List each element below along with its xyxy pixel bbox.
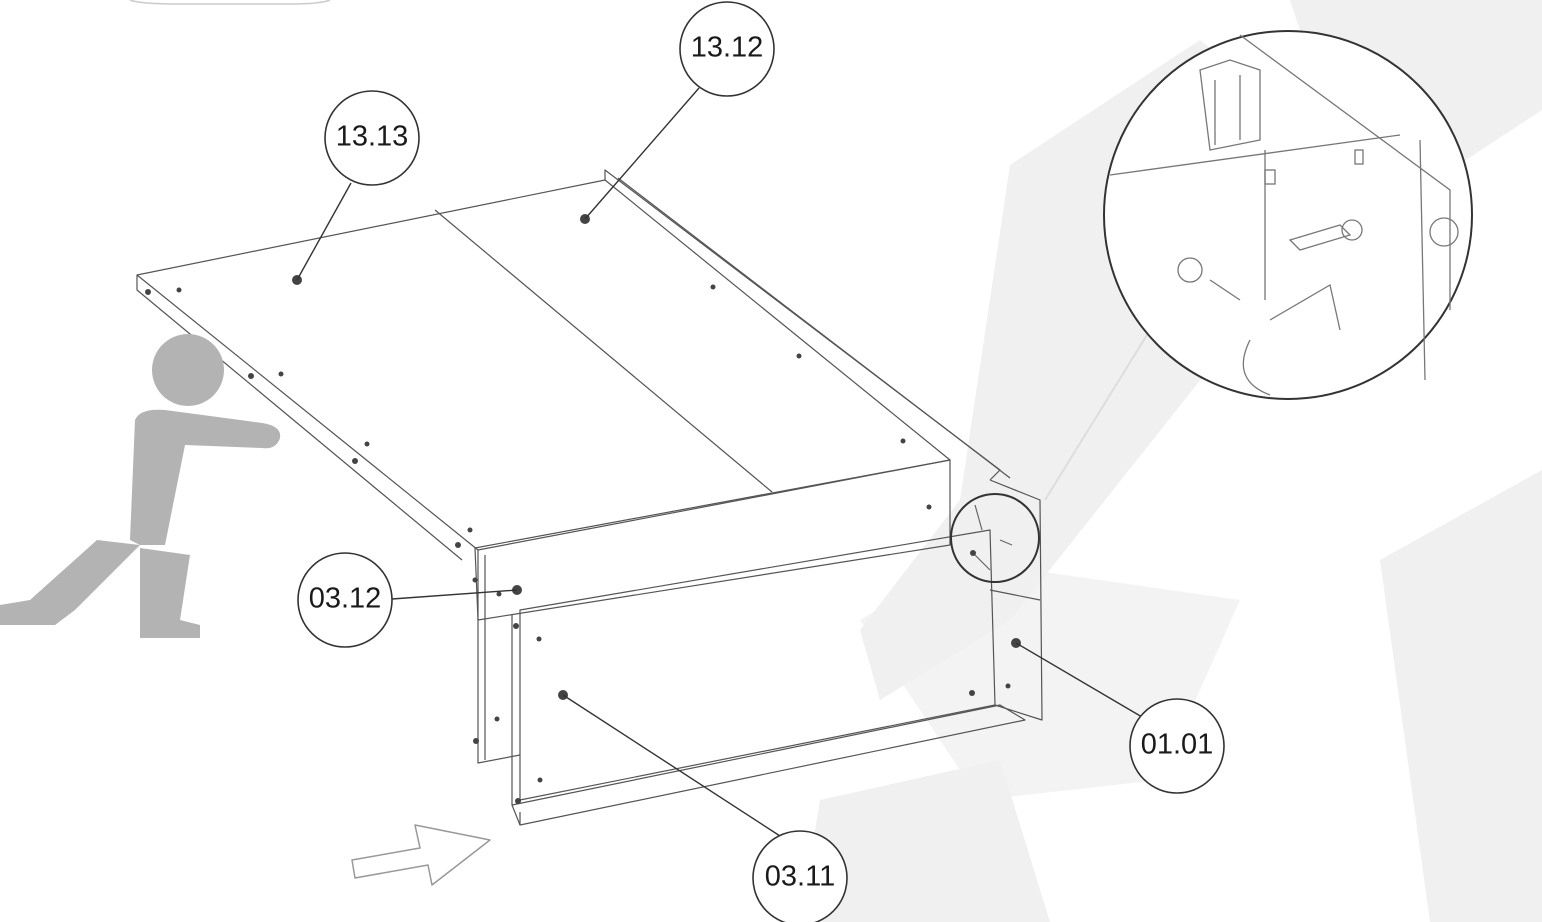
hardware-dots bbox=[145, 214, 1021, 804]
callout-label-03-11: 03.11 bbox=[765, 861, 835, 893]
magnified-detail-icon bbox=[1044, 30, 1473, 501]
callout-label-13-12: 13.12 bbox=[691, 32, 764, 64]
callout-13-12: 13.12 bbox=[679, 1, 775, 97]
joint-highlight-circle bbox=[950, 493, 1040, 583]
cabinet-line-art bbox=[136, 169, 1043, 826]
callout-label-03-12: 03.12 bbox=[309, 583, 382, 615]
person-pushing-icon bbox=[0, 334, 281, 638]
corner-fragment bbox=[129, 0, 331, 5]
callout-label-13-13: 13.13 bbox=[336, 121, 409, 153]
callout-03-12: 03.12 bbox=[297, 552, 393, 648]
callout-label-01-01: 01.01 bbox=[1141, 729, 1214, 761]
callout-03-11: 03.11 bbox=[752, 830, 848, 922]
direction-arrow-icon bbox=[351, 824, 491, 886]
leader-lines bbox=[296, 87, 1143, 837]
callout-01-01: 01.01 bbox=[1129, 698, 1225, 794]
callout-13-13: 13.13 bbox=[324, 90, 420, 186]
